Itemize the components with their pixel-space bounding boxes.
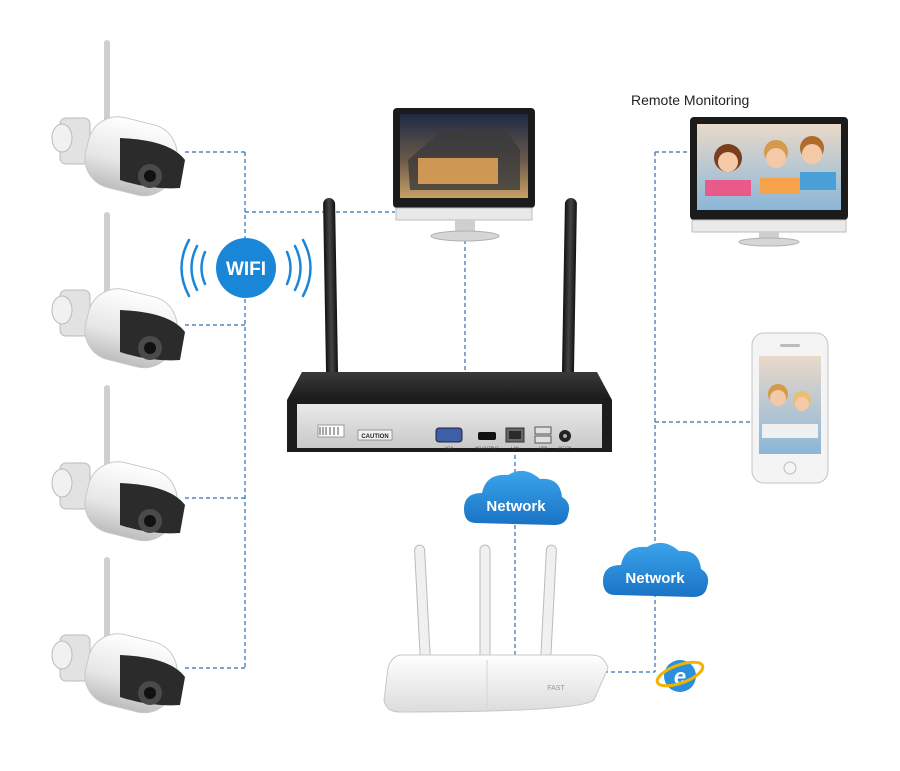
port-label-vga: VGA [445,445,454,450]
cloud-icon: Network [603,542,709,597]
cloud-icon: Network [464,470,570,525]
camera-icon [51,385,185,542]
port-label-usb: USB [539,445,548,450]
network-cloud-label: Network [486,498,546,515]
phone-icon [751,332,829,484]
network-cloud-label: Network [625,570,685,587]
wifi-icon: WIFI [180,238,312,298]
connection-lines [185,151,750,673]
camera-icon [51,212,185,369]
router-brand: FAST [547,685,565,692]
browser-icon: e [655,660,705,692]
port-label-dc: DC12V [559,445,572,450]
port-label-hd-output: HD OUTPUT [475,445,499,450]
wifi-label: WIFI [226,259,266,280]
port-label-lan: LAN [511,445,519,450]
camera-icon [51,40,185,197]
monitor-icon [393,108,535,242]
caution-label: CAUTION [361,434,388,440]
router-icon: FAST [383,544,609,713]
camera-icon [51,557,185,714]
remote-monitoring-title: Remote Monitoring [631,92,749,108]
nvr-icon: CAUTION VGA HD OUTPUT LAN USB DC12V [287,198,612,452]
monitor-icon [690,117,848,247]
